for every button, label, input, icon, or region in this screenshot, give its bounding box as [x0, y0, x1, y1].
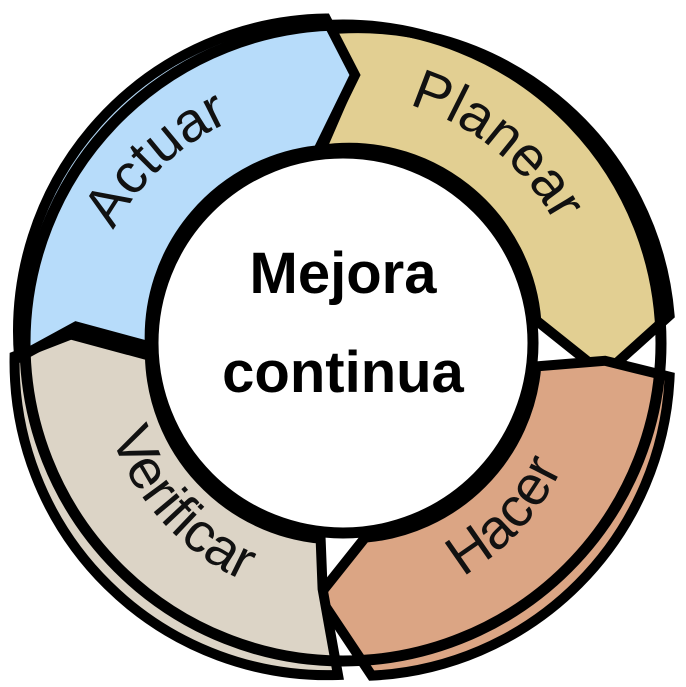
outer-ring-outline	[19, 19, 667, 667]
center-title-line-2: continua	[222, 340, 464, 405]
segment-hacer	[312, 355, 675, 681]
center-circle	[147, 147, 539, 539]
segment-verificar	[9, 329, 344, 681]
center-title-line-1: Mejora	[250, 241, 438, 306]
